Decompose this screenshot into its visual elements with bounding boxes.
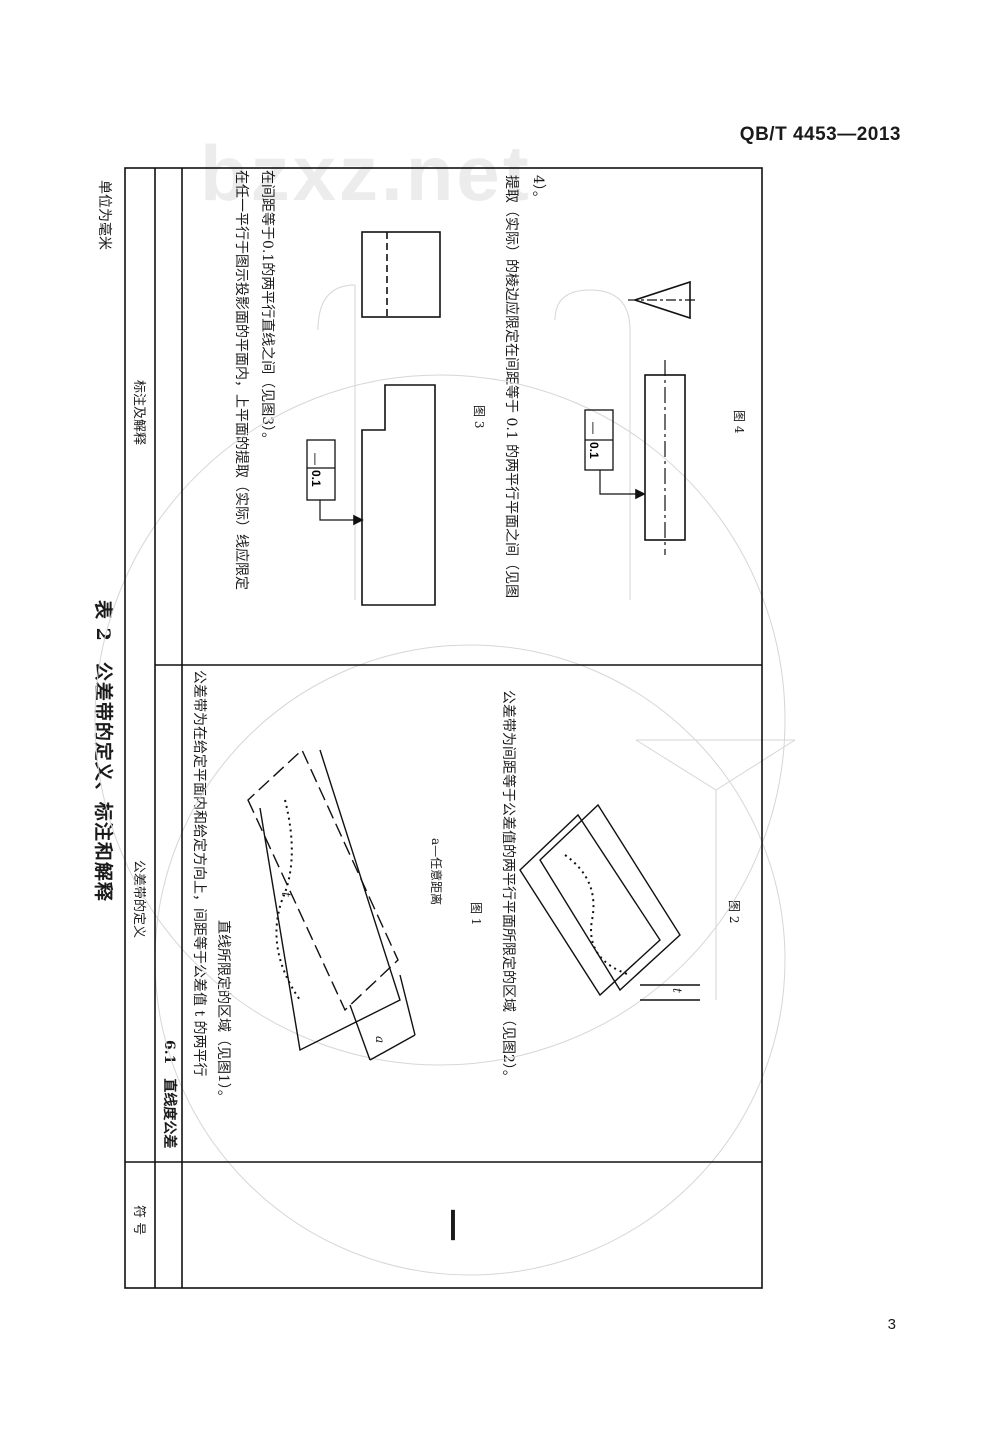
figure-1: [247, 748, 416, 1061]
figure-3: [306, 231, 441, 606]
watermark: bzxz.net: [200, 129, 532, 217]
fig3-frame-symbol: —: [309, 453, 323, 465]
figure-4: [584, 280, 698, 555]
figure-2: [519, 803, 700, 1001]
standard-code: QB/T 4453—2013: [739, 124, 901, 145]
fig4-frame-value: 0.1: [587, 442, 601, 459]
fig4-frame-symbol: —: [587, 422, 601, 434]
page-number: 3: [887, 1316, 896, 1333]
table-frame: [124, 167, 763, 1289]
fig3-frame-value: 0.1: [309, 470, 323, 487]
